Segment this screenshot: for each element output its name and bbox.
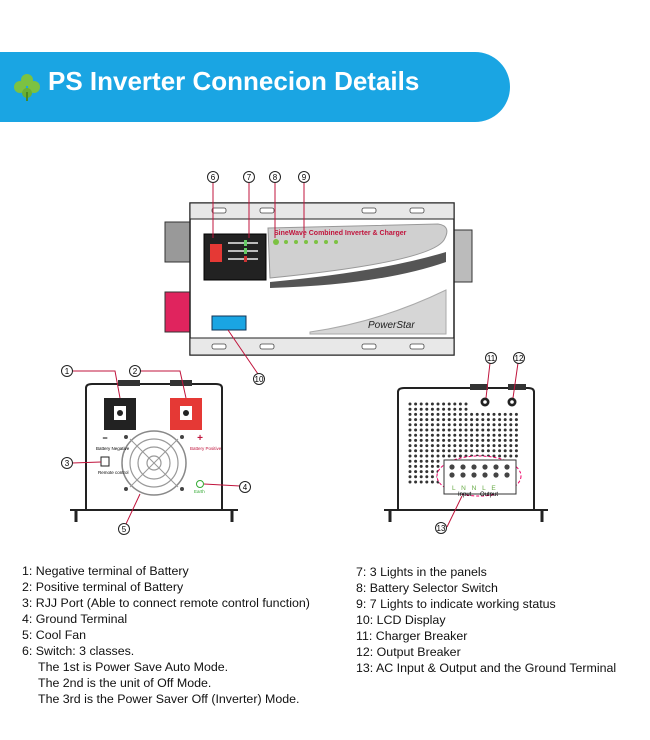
earth-label: Earth: [194, 489, 205, 494]
callout-3: 3: [65, 459, 70, 468]
legend-item-7: 7: 3 Lights in the panels: [356, 565, 487, 579]
page-title: PS Inverter Connecion Details: [48, 66, 420, 96]
callout-6: 6: [211, 173, 216, 182]
legend-item-8: 8: Battery Selector Switch: [356, 581, 498, 595]
legend-item-5: 5: Cool Fan: [22, 628, 87, 642]
switch-mode-3: The 3rd is the Power Saver Off (Inverter…: [38, 692, 300, 706]
inverter-diagram: SineWave Combined Inverter & Charger Pow…: [61, 171, 548, 535]
legend-item-2: 2: Positive terminal of Battery: [22, 580, 184, 594]
inverter-top-view: SineWave Combined Inverter & Charger Pow…: [164, 202, 473, 356]
legend-item-11: 11: Charger Breaker: [356, 629, 468, 643]
callout-4: 4: [243, 483, 248, 492]
legend-item-6: 6: Switch: 3 classes.: [22, 644, 135, 658]
top-callout-lines: [212, 182, 305, 375]
brand-logo-text: PowerStar: [368, 320, 415, 331]
switch-mode-2: The 2nd is the unit of Off Mode.: [38, 676, 212, 690]
switch-mode-1: The 1st is Power Save Auto Mode.: [38, 660, 229, 674]
output-label: Output: [480, 492, 498, 498]
clover-icon: [14, 74, 40, 101]
callout-2: 2: [133, 367, 138, 376]
callout-5: 5: [122, 525, 127, 534]
panel-title: SineWave Combined Inverter & Charger: [274, 230, 407, 237]
callout-13: 13: [437, 524, 446, 533]
callout-7: 7: [247, 173, 252, 182]
callout-8: 8: [273, 173, 278, 182]
battery-positive-label: Battery Positive: [190, 446, 222, 451]
callout-10: 10: [255, 375, 264, 384]
battery-negative-label: Battery Negative: [96, 446, 130, 451]
legend-item-12: 12: Output Breaker: [356, 645, 461, 659]
legend-item-9: 9: 7 Lights to indicate working status: [356, 597, 556, 611]
back-callout-lines: [446, 362, 519, 528]
legend-item-3: 3: RJJ Port (Able to connect remote cont…: [22, 596, 310, 610]
top-callouts: 6 7 8 9 10: [207, 171, 310, 385]
header-banner: PS Inverter Connecion Details: [0, 52, 510, 122]
legend-item-10: 10: LCD Display: [356, 613, 446, 627]
callout-12: 12: [515, 354, 524, 363]
callout-11: 11: [487, 354, 496, 363]
remote-control-label: Remote control: [98, 470, 129, 475]
input-label: Input: [458, 492, 472, 498]
callout-9: 9: [302, 173, 307, 182]
callout-1: 1: [65, 367, 70, 376]
plus-sign: +: [197, 433, 203, 444]
legend-right: 7: 3 Lights in the panels 8: Battery Sel…: [356, 564, 616, 676]
front-callout-lines: [71, 370, 241, 525]
legend-item-4: 4: Ground Terminal: [22, 612, 128, 626]
legend-left: 1: Negative terminal of Battery 2: Posit…: [22, 563, 310, 707]
inverter-back-view: L N N L E Input Output: [384, 384, 548, 522]
terminal-letters: L N N L E: [452, 485, 498, 492]
front-callouts: 1 2 3 4 5: [61, 365, 251, 535]
inverter-front-view: − + Battery Negative Battery Positive Re…: [70, 380, 238, 522]
back-callouts: 11 12 13: [435, 352, 525, 534]
legend-item-13: 13: AC Input & Output and the Ground Ter…: [356, 661, 617, 675]
legend-item-1: 1: Negative terminal of Battery: [22, 564, 189, 578]
minus-sign: −: [102, 433, 107, 443]
